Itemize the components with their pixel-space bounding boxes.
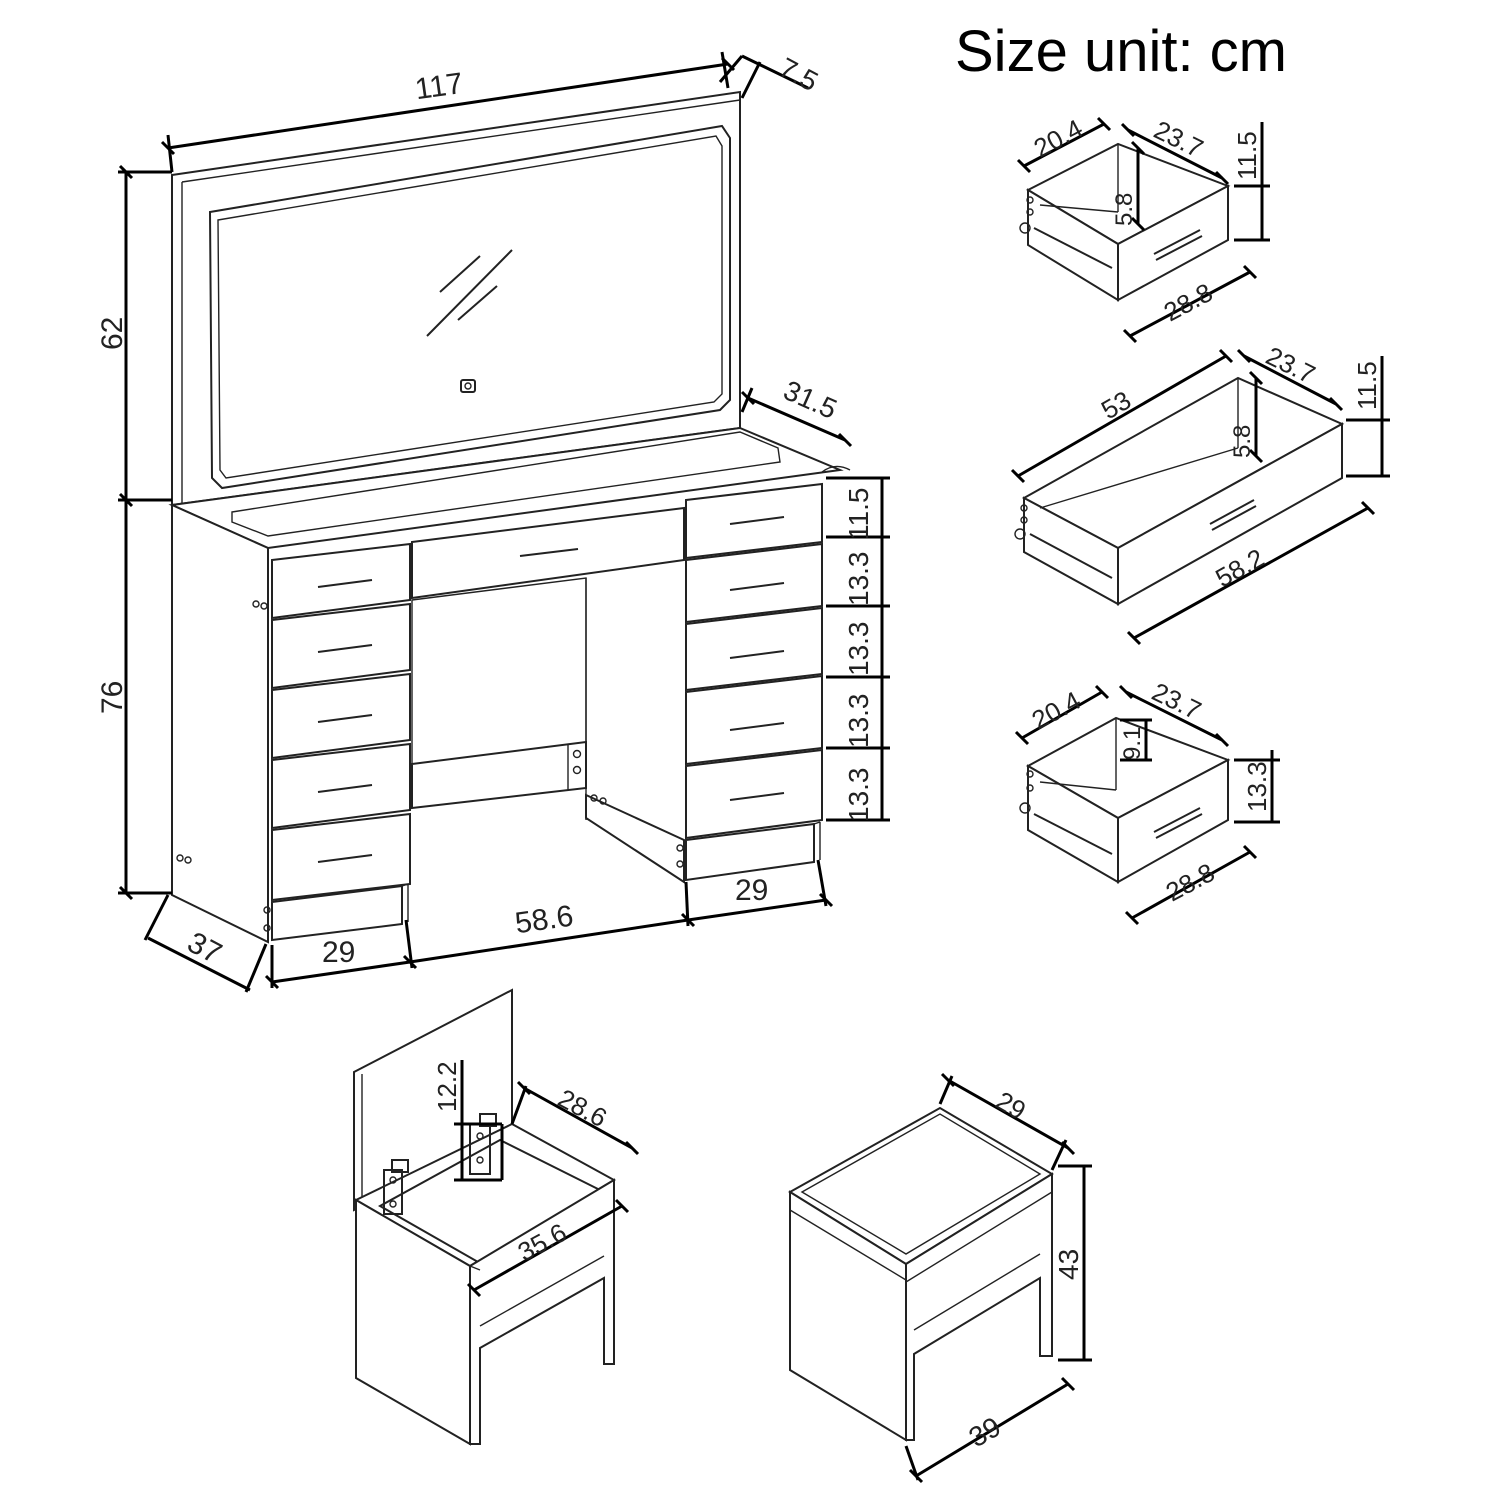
dim-drawer3-front: 28.8 (1161, 857, 1220, 907)
dim-mirror-width: 117 (413, 67, 465, 106)
dim-stool-width: 39 (964, 1411, 1006, 1453)
dim-side-depth: 37 (182, 926, 227, 971)
mirror-reflection-icon (426, 249, 513, 337)
modesty-panel (411, 740, 587, 810)
dim-right-drawer-3: 13.3 (843, 622, 874, 677)
dim-stool-height: 43 (1053, 1249, 1084, 1280)
drawer-large: 53 23.7 5.8 11.5 58.2 (1010, 340, 1390, 646)
dim-right-drawer-1: 11.5 (843, 488, 874, 540)
dim-drawer2-height: 11.5 (1352, 361, 1382, 410)
drawer-small-bottom: 20.4 23.7 9.1 13.3 28.8 (1014, 676, 1280, 926)
drawer-small-top: 20.4 23.7 5.8 11.5 28.8 (1016, 113, 1270, 344)
dim-table-height: 76 (96, 681, 129, 714)
dim-drawer3-inner-height: 9.1 (1119, 727, 1146, 760)
dim-drawer1-depth: 20.4 (1029, 113, 1088, 163)
dim-drawer2-width: 23.7 (1261, 340, 1320, 389)
dim-drawer1-height: 11.5 (1232, 131, 1262, 180)
dim-left-cabinet-width: 29 (322, 936, 355, 969)
mirror-glass (208, 124, 731, 490)
hinge-icon (383, 1159, 409, 1215)
stool-open: 12.2 28.6 35.6 (353, 988, 640, 1446)
dim-stool-lid-gap: 12.2 (432, 1061, 462, 1112)
dim-drawer2-inner-height: 5.8 (1229, 425, 1256, 458)
dim-stool-inner-depth: 28.6 (553, 1083, 612, 1133)
vanity-table: 117 7.5 62 76 31.5 37 (96, 52, 890, 993)
dim-stool-depth: 29 (991, 1085, 1031, 1125)
dim-drawer2-depth: 53 (1096, 385, 1136, 425)
dim-center-width: 58.6 (513, 900, 575, 941)
dim-table-depth-top: 31.5 (779, 374, 841, 424)
dim-drawer1-front: 28.8 (1159, 277, 1218, 327)
unit-title: Size unit: cm (955, 19, 1287, 84)
dim-right-drawer-4: 13.3 (843, 694, 874, 749)
dim-right-drawer-2: 13.3 (843, 552, 874, 607)
dim-right-cabinet-width: 29 (735, 874, 768, 907)
dim-drawer1-inner-height: 5.8 (1111, 193, 1138, 226)
dim-mirror-depth: 7.5 (774, 52, 823, 98)
touch-switch-icon (460, 379, 476, 393)
dim-drawer2-front: 58.2 (1210, 542, 1269, 593)
dim-drawer3-depth: 20.4 (1027, 685, 1086, 735)
stool-closed: 29 43 39 (788, 1072, 1092, 1484)
right-drawer-stack (685, 482, 823, 882)
dim-drawer3-height: 13.3 (1242, 761, 1272, 812)
left-drawer-stack (271, 542, 411, 942)
dim-mirror-height: 62 (96, 317, 129, 350)
left-side-panel (171, 503, 269, 944)
dim-right-drawer-5: 13.3 (843, 768, 874, 823)
